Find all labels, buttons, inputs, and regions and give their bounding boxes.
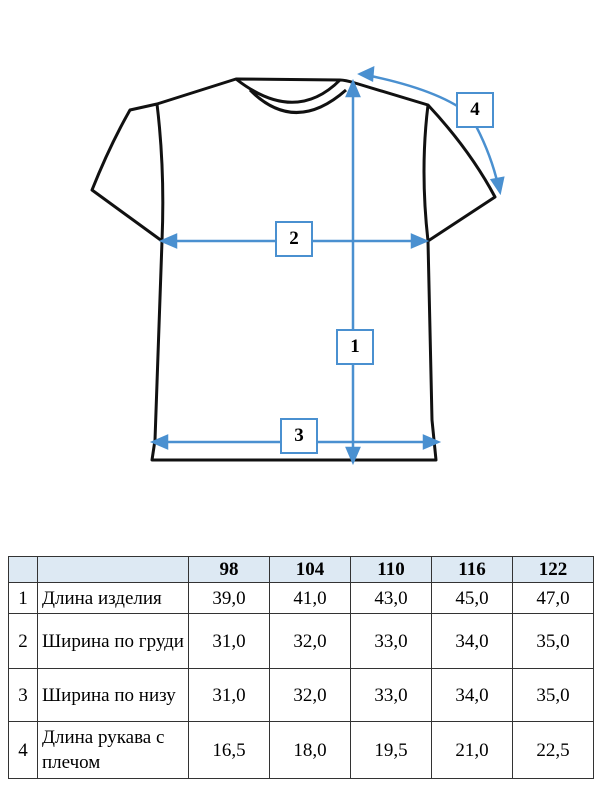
value-cell: 32,0: [269, 613, 351, 669]
size-header: 110: [350, 556, 432, 583]
value-cell: 16,5: [188, 721, 270, 779]
measurement-name: Длина изделия: [37, 582, 189, 614]
value-cell: 47,0: [512, 582, 594, 614]
value-cell: 18,0: [269, 721, 351, 779]
table-row: 3 Ширина по низу 31,0 32,0 33,0 34,0 35,…: [8, 668, 594, 722]
value-cell: 31,0: [188, 613, 270, 669]
size-header: 98: [188, 556, 270, 583]
label-4: 4: [456, 92, 494, 128]
value-cell: 32,0: [269, 668, 351, 722]
row-number: 3: [8, 668, 38, 722]
table-row: 2 Ширина по груди 31,0 32,0 33,0 34,0 35…: [8, 613, 594, 669]
row-number: 1: [8, 582, 38, 614]
value-cell: 35,0: [512, 668, 594, 722]
sleeve-seam-right: [422, 104, 430, 242]
value-cell: 33,0: [350, 613, 432, 669]
collar: [235, 77, 347, 114]
value-cell: 34,0: [431, 613, 513, 669]
row-number: 2: [8, 613, 38, 669]
table-row: 1 Длина изделия 39,0 41,0 43,0 45,0 47,0: [8, 582, 594, 614]
value-cell: 35,0: [512, 613, 594, 669]
measurement-name: Длина рукава с плечом: [37, 721, 189, 779]
measurement-name: Ширина по груди: [37, 613, 189, 669]
size-table: 98 104 110 116 122 1 Длина изделия 39,0 …: [8, 556, 594, 779]
tshirt-diagram: [90, 65, 505, 466]
value-cell: 31,0: [188, 668, 270, 722]
value-cell: 22,5: [512, 721, 594, 779]
sleeve-seam-left: [155, 103, 165, 242]
label-1: 1: [336, 329, 374, 365]
header-cell: [37, 556, 189, 583]
header-cell: [8, 556, 38, 583]
row-number: 4: [8, 721, 38, 779]
value-cell: 43,0: [350, 582, 432, 614]
size-header: 122: [512, 556, 594, 583]
value-cell: 34,0: [431, 668, 513, 722]
size-header: 116: [431, 556, 513, 583]
label-2: 2: [275, 221, 313, 257]
label-3: 3: [280, 418, 318, 454]
value-cell: 39,0: [188, 582, 270, 614]
measurement-name: Ширина по низу: [37, 668, 189, 722]
tshirt-outline: [90, 77, 497, 462]
value-cell: 45,0: [431, 582, 513, 614]
value-cell: 33,0: [350, 668, 432, 722]
size-header: 104: [269, 556, 351, 583]
table-row: 4 Длина рукава с плечом 16,5 18,0 19,5 2…: [8, 721, 594, 779]
table-header-row: 98 104 110 116 122: [8, 556, 594, 583]
value-cell: 21,0: [431, 721, 513, 779]
value-cell: 19,5: [350, 721, 432, 779]
value-cell: 41,0: [269, 582, 351, 614]
